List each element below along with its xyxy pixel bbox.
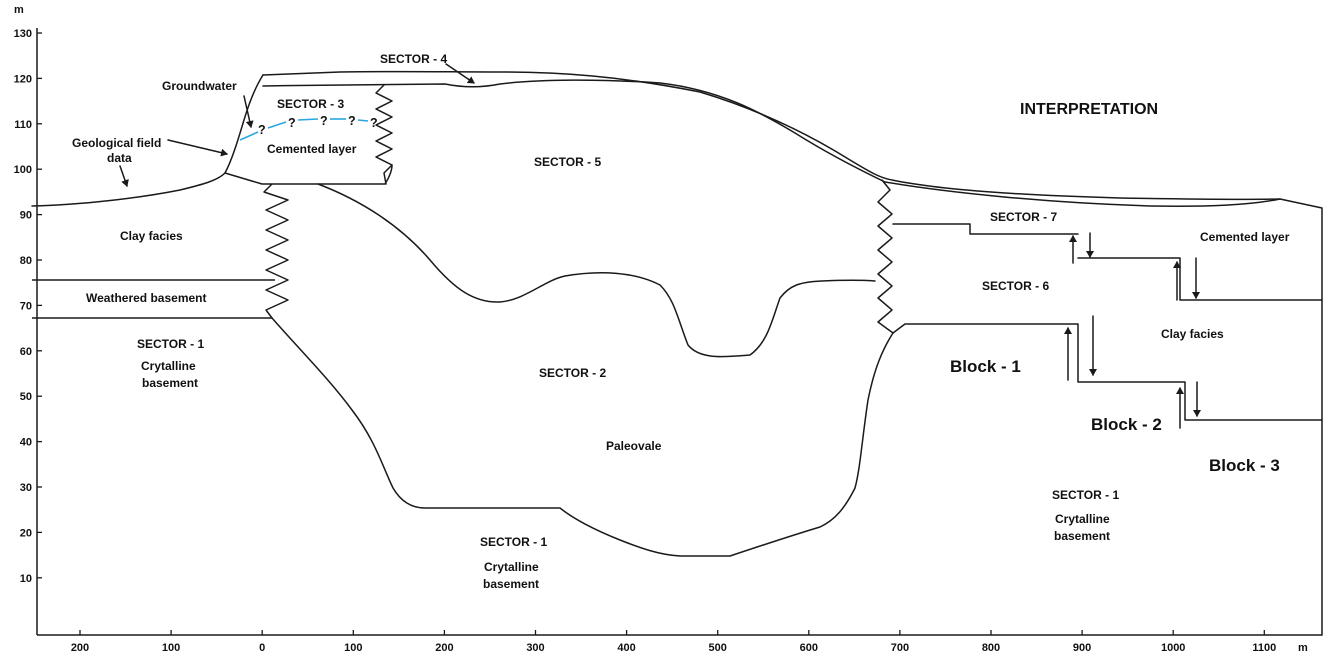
block1-label: Block - 1 [950, 357, 1021, 376]
sector6-label: SECTOR - 6 [982, 279, 1049, 293]
block3-label: Block - 3 [1209, 456, 1280, 475]
y-tick-label: 120 [14, 73, 32, 85]
geological-field-label-1: Geological field [72, 136, 161, 150]
sector4-label: SECTOR - 4 [380, 52, 447, 66]
block2-label: Block - 2 [1091, 415, 1162, 434]
y-tick-label: 50 [20, 391, 32, 403]
y-axis-unit: m [14, 4, 24, 16]
x-tick-label: 800 [982, 642, 1000, 654]
sector4-arrow [445, 63, 475, 84]
sector7-label: SECTOR - 7 [990, 210, 1057, 224]
sector2-label: SECTOR - 2 [539, 366, 606, 380]
groundwater-line [239, 131, 259, 141]
sector7-step-line [1077, 257, 1323, 301]
y-tick-label: 110 [14, 119, 32, 131]
groundwater-q4: ? [348, 114, 356, 128]
interpretation-title: INTERPRETATION [1020, 101, 1158, 118]
x-tick-label: 300 [526, 642, 544, 654]
sector6-bottom-line [892, 323, 1323, 421]
x-tick-label: 900 [1073, 642, 1091, 654]
x-tick-label: 0 [259, 642, 265, 654]
x-tick-label: 400 [617, 642, 635, 654]
y-tick-label: 10 [20, 573, 32, 585]
groundwater-q1: ? [258, 123, 266, 137]
left-zigzag-contact [263, 183, 289, 319]
x-tick-label: 100 [344, 642, 362, 654]
sector4-bottom-line [262, 79, 1281, 207]
crytalline-right-label-1: Crytalline [1055, 512, 1110, 526]
groundwater-label: Groundwater [162, 79, 237, 93]
crytalline-mid-label-2: basement [483, 577, 539, 591]
groundwater-line-5 [357, 119, 369, 122]
clay-facies-right-label: Clay facies [1161, 327, 1224, 341]
x-tick-label: 1100 [1252, 642, 1276, 654]
right-edge-line [1279, 198, 1323, 636]
sector1-right-label: SECTOR - 1 [1052, 488, 1119, 502]
crytalline-right-label-2: basement [1054, 529, 1110, 543]
groundwater-line-2 [267, 121, 287, 129]
sector3-zigzag-right [375, 84, 393, 185]
cemented-layer-right-label: Cemented layer [1200, 230, 1290, 244]
sector1-left-label: SECTOR - 1 [137, 337, 204, 351]
y-tick-label: 60 [20, 346, 32, 358]
y-tick-label: 130 [14, 28, 32, 40]
x-tick-label: 1000 [1161, 642, 1185, 654]
crytalline-left-label-2: basement [142, 376, 198, 390]
x-tick-label: 500 [709, 642, 727, 654]
clay-facies-left-label: Clay facies [120, 229, 183, 243]
geological-field-label-2: data [107, 151, 132, 165]
crytalline-mid-label-1: Crytalline [484, 560, 539, 574]
y-tick-label: 40 [20, 437, 32, 449]
y-tick-label: 80 [20, 255, 32, 267]
y-ticks: 130 120 110 100 90 80 70 60 50 40 30 20 10 [14, 28, 42, 585]
sector1-mid-label: SECTOR - 1 [480, 535, 547, 549]
groundwater-q3: ? [320, 114, 328, 128]
groundwater-arrow [243, 95, 254, 128]
x-tick-label: 200 [435, 642, 453, 654]
weathered-basement-label: Weathered basement [86, 291, 207, 305]
sector4-top-line [262, 70, 1281, 201]
groundwater-q2: ? [288, 116, 296, 130]
paleovale-lower-boundary [271, 317, 894, 557]
y-tick-label: 30 [20, 482, 32, 494]
sector3-block-outline [224, 164, 393, 185]
x-axis-unit: m [1298, 642, 1308, 654]
x-tick-label: 200 [71, 642, 89, 654]
right-zigzag-contact [877, 179, 894, 334]
groundwater-line-3 [297, 118, 319, 121]
sector3-label: SECTOR - 3 [277, 97, 344, 111]
fault-marks [1064, 232, 1201, 429]
sector5-lower-boundary [317, 183, 876, 358]
y-tick-label: 90 [20, 210, 32, 222]
cemented-layer-left-label: Cemented layer [267, 142, 357, 156]
y-tick-label: 70 [20, 300, 32, 312]
x-tick-label: 700 [891, 642, 909, 654]
sector5-label: SECTOR - 5 [534, 155, 601, 169]
y-tick-label: 20 [20, 527, 32, 539]
y-tick-label: 100 [14, 164, 32, 176]
crytalline-left-label-1: Crytalline [141, 359, 196, 373]
groundwater-q5: ? [370, 116, 378, 130]
geological-field-arrow-2 [119, 165, 129, 187]
sector7-top-line [892, 223, 1079, 235]
x-tick-label: 600 [800, 642, 818, 654]
paleovale-label: Paleovale [606, 439, 662, 453]
geological-field-arrow-1 [167, 139, 228, 157]
x-tick-label: 100 [162, 642, 180, 654]
